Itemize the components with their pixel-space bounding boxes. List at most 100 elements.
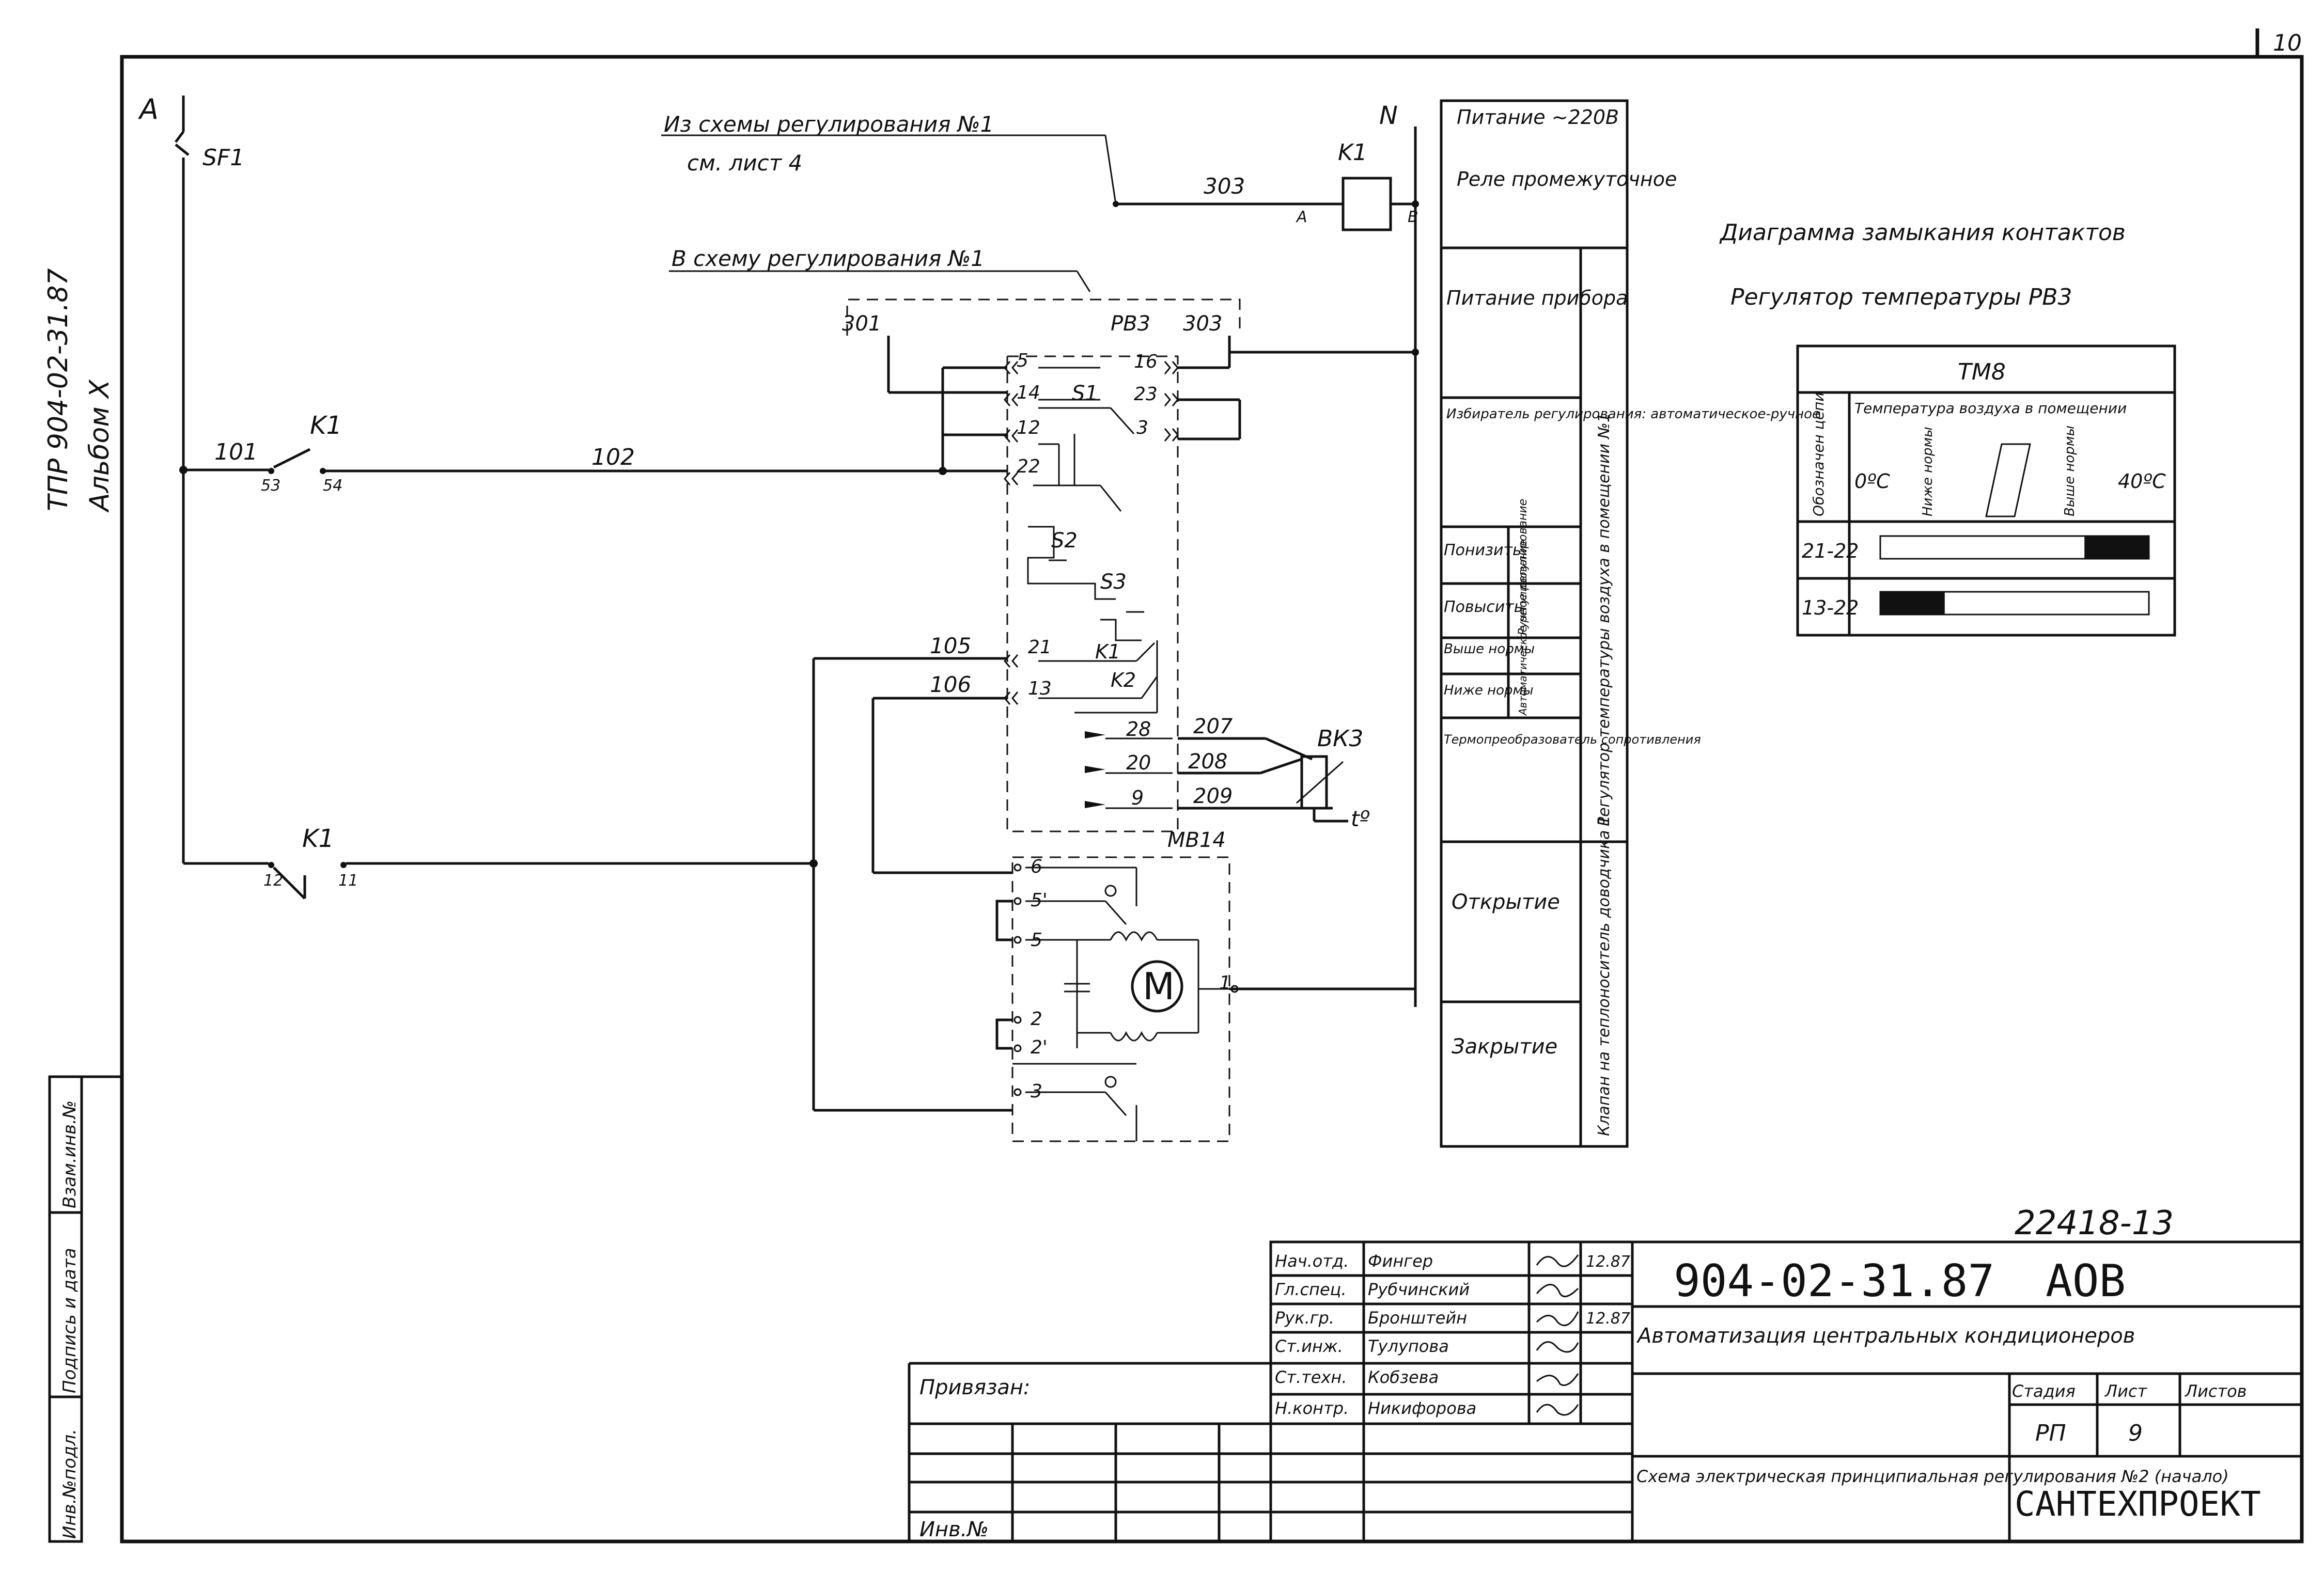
contacts-diagram: Диаграмма замыкания контактов Регулятор …: [1719, 219, 2176, 637]
contacts-diagram-subtitle: Регулятор температуры РВ3: [1730, 284, 2072, 310]
stamp-signature-date: Подпись и дата: [59, 1248, 80, 1393]
name: Никифорова: [1368, 1398, 1476, 1418]
contact-54: 54: [323, 477, 342, 495]
role: Рук.гр.: [1275, 1308, 1334, 1328]
doc-number-top: 22418-13: [2015, 1204, 2174, 1242]
name: Бронштейн: [1368, 1308, 1467, 1328]
rb3-pin: 21: [1028, 637, 1052, 658]
signature: [1536, 1284, 1579, 1298]
title-block: 22418-13 Нач.отд. Гл.спец. Рук.гр. Ст.ин…: [908, 1204, 2303, 1543]
relay-k2-inner-label: K2: [1111, 669, 1136, 691]
project-name: Автоматизация центральных кондиционеров: [1636, 1324, 2135, 1348]
legend-row: Реле промежуточное: [1457, 168, 1677, 191]
contact-bar-closed: [1880, 592, 1945, 615]
legend-side-valve: Клапан на теплоноситель доводчика 1: [1595, 815, 1613, 1136]
name: Фингер: [1368, 1251, 1433, 1271]
temperature-symbol: tº: [1351, 806, 1369, 831]
rb3-pin: 13: [1028, 678, 1052, 699]
stage-label: Стадия: [2012, 1381, 2076, 1401]
rb3-pin: 5: [1017, 350, 1028, 371]
contact-53: 53: [261, 477, 280, 495]
rb3-bottom-pins: 28 20 9: [1085, 718, 1173, 809]
motor-pins: 6 5' 5 2 2' 3 1: [1031, 856, 1231, 1102]
signature: [1536, 1404, 1579, 1416]
contacts-diagram-title: Диаграмма замыкания контактов: [1719, 219, 2126, 246]
name: Рубчинский: [1368, 1280, 1470, 1299]
switch-s1-label: S1: [1072, 382, 1098, 405]
album-label-vertical: Альбом Х: [84, 379, 115, 513]
contact-12: 12: [263, 872, 283, 890]
below-norm: Ниже нормы: [1920, 427, 1936, 516]
note-see-sheet-4: см. лист 4: [687, 150, 802, 176]
switch-s3-label: S3: [1100, 570, 1127, 594]
sheets-label: Листов: [2185, 1381, 2247, 1401]
role: Гл.спец.: [1275, 1280, 1347, 1299]
switch-s2-label: S2: [1051, 529, 1078, 553]
rb3-pin: 23: [1134, 384, 1158, 405]
legend-row: Питание ~220В: [1457, 106, 1619, 129]
signature: [1536, 1254, 1579, 1267]
role: Н.контр.: [1275, 1398, 1349, 1418]
rb3-pin: 9: [1131, 786, 1144, 809]
col-temperature: Температура воздуха в помещении: [1854, 400, 2127, 417]
rb3-pin: 28: [1126, 718, 1151, 741]
name: Кобзева: [1368, 1367, 1439, 1387]
wire-303-top: 303: [1204, 174, 1245, 199]
k1-nc-contact-label: K1: [302, 824, 334, 853]
rb3-label: РВ3: [1111, 312, 1150, 336]
rb3-pin: 14: [1017, 382, 1040, 403]
col-circuit: Обозначен цепи: [1810, 392, 1827, 516]
motor-m-icon: [1131, 960, 1183, 1013]
document-code-vertical: ТПР 904-02-31.87: [43, 268, 74, 511]
legend-table: Питание ~220В Реле промежуточное Питание…: [1440, 99, 1820, 1148]
legend-side-regulator: Регулятор температуры воздуха в помещени…: [1595, 413, 1613, 826]
wire-303-rb3: 303: [1183, 312, 1222, 336]
wire-207: 207: [1193, 715, 1233, 738]
drawing-code: 904-02-31.87: [1674, 1255, 1994, 1307]
motor-pin: 2: [1031, 1009, 1042, 1030]
role: Нач.отд.: [1275, 1251, 1349, 1271]
circuit: A SF1 N Из схемы регулирования №1 см. ли…: [138, 93, 1419, 1142]
stamp-vzam-inv: Взам.инв.№: [59, 1100, 80, 1208]
name: Тулупова: [1368, 1336, 1449, 1356]
legend-row: Закрытие: [1452, 1035, 1557, 1059]
tm8-label: ТМ8: [1958, 359, 2006, 385]
relay-k1-inner-label: K1: [1095, 640, 1120, 663]
legend-row: Избиратель регулирования: автоматическое…: [1446, 406, 1820, 422]
signature: [1536, 1373, 1579, 1386]
node-a-label: A: [138, 93, 159, 125]
legend-row: Понизить: [1444, 541, 1522, 559]
forty-c: 40ºС: [2118, 470, 2166, 493]
contact-bar-closed: [2084, 536, 2149, 559]
legend-row: Повысить: [1444, 598, 1523, 616]
motor-pin: 1: [1219, 972, 1231, 994]
wire-301: 301: [842, 312, 881, 336]
rb3-pin: 3: [1136, 417, 1148, 438]
legend-sub-auto: Автоматическое регулирование: [1517, 540, 1529, 716]
legend-row: Ниже нормы: [1444, 683, 1534, 698]
row-label-13-22: 13-22: [1802, 596, 1859, 619]
role: Ст.инж.: [1275, 1336, 1343, 1356]
k1-contact-label: K1: [310, 411, 342, 440]
motor-symbol: M: [1143, 965, 1175, 1008]
mb14-label: МВ14: [1167, 828, 1226, 852]
node-n-label: N: [1379, 101, 1398, 130]
legend-sub-manual: Ручное регулирование: [1517, 499, 1530, 635]
rb3-pin: 20: [1126, 751, 1151, 774]
sheet-value: 9: [2128, 1420, 2143, 1446]
rb3-pin: 22: [1017, 456, 1040, 477]
wire-101: 101: [214, 439, 258, 465]
date: 12.87: [1586, 1253, 1630, 1271]
note-to-scheme-1: В схему регулирования №1: [672, 246, 985, 271]
corner-sheet-number: 10: [2273, 30, 2302, 56]
organization: САНТЕХПРОЕКТ: [2015, 1484, 2261, 1524]
sf1-label: SF1: [202, 145, 244, 171]
drawing-title: Схема электрическая принципиальная регул…: [1636, 1467, 2229, 1486]
sheet-frame: 10 Инв.№подл. Подпись и дата Взам.инв.№ …: [43, 28, 2304, 1544]
date: 12.87: [1586, 1310, 1630, 1328]
bk3-label: ВК3: [1317, 726, 1363, 752]
k1-coil-pin-b: В: [1408, 208, 1418, 226]
zero-c: 0ºС: [1854, 470, 1890, 493]
inv-no-label: Инв.№: [919, 1518, 989, 1541]
